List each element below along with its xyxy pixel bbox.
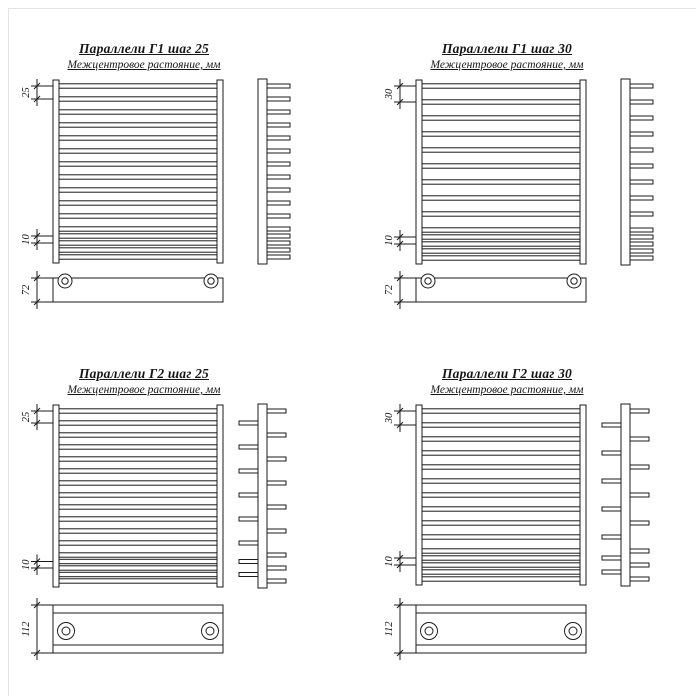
svg-text:25: 25 <box>21 412 32 423</box>
svg-text:30: 30 <box>384 412 395 424</box>
panel-subtitle: Межцентровое растояние, мм <box>67 59 221 71</box>
panel-g2-step25: Параллели Г2 шаг 25 Межцентровое растоян… <box>18 361 358 683</box>
page-edge-left <box>8 8 9 696</box>
radiator-drawing-g2-step25: 25 10 112 <box>21 403 287 660</box>
panel-title: Параллели Г1 шаг 30 <box>441 41 572 56</box>
svg-text:112: 112 <box>384 621 395 637</box>
panel-subtitle: Межцентровое растояние, мм <box>67 384 221 396</box>
svg-text:10: 10 <box>21 559 32 570</box>
svg-text:10: 10 <box>384 556 395 567</box>
svg-text:10: 10 <box>21 234 32 245</box>
panel-g1-step25: Параллели Г1 шаг 25 Межцентровое растоян… <box>18 36 358 358</box>
svg-text:72: 72 <box>21 284 32 295</box>
panel-subtitle: Межцентровое растояние, мм <box>430 59 584 71</box>
radiator-drawing-g1-step30: 30 10 72 <box>384 78 654 309</box>
svg-text:30: 30 <box>384 88 395 100</box>
panel-g1-step30: Параллели Г1 шаг 30 Межцентровое растоян… <box>381 36 700 358</box>
svg-text:10: 10 <box>384 235 395 246</box>
panel-title: Параллели Г1 шаг 25 <box>78 41 209 56</box>
panel-subtitle: Межцентровое растояние, мм <box>430 384 584 396</box>
panel-title: Параллели Г2 шаг 25 <box>78 366 209 381</box>
radiator-drawing-g1-step25: 25 10 72 <box>21 78 291 309</box>
panel-g2-step30: Параллели Г2 шаг 30 Межцентровое растоян… <box>381 361 700 683</box>
panel-title: Параллели Г2 шаг 30 <box>441 366 572 381</box>
svg-text:112: 112 <box>21 621 32 637</box>
radiator-drawing-g2-step30: 30 10 112 <box>384 403 650 660</box>
svg-text:72: 72 <box>384 284 395 295</box>
page-edge-top <box>8 8 696 9</box>
svg-text:25: 25 <box>21 87 32 98</box>
